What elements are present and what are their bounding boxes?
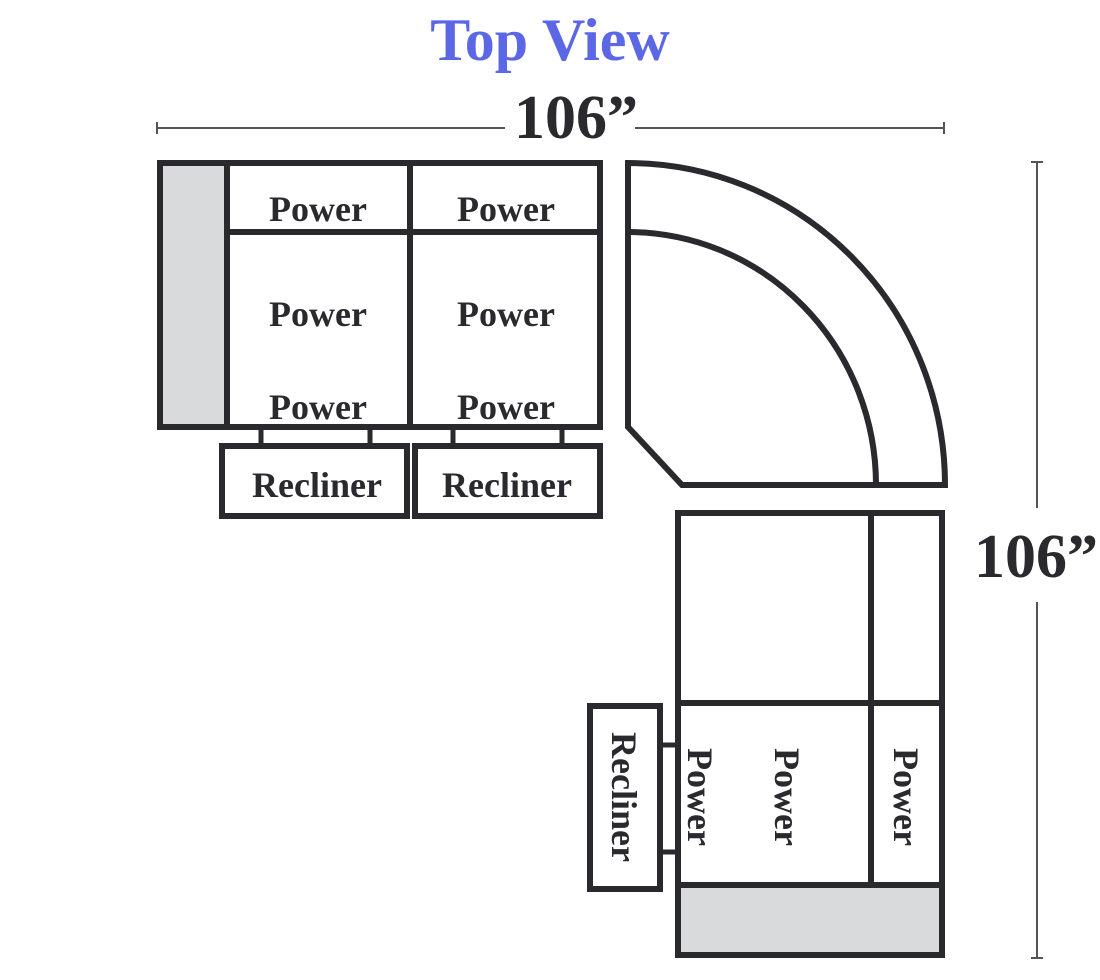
recliner-label: Recliner bbox=[252, 465, 382, 505]
seat-label: Power bbox=[457, 189, 555, 229]
left-recliner-1 bbox=[219, 443, 410, 519]
left-arm bbox=[157, 160, 230, 430]
left-section bbox=[157, 160, 603, 519]
corner-wedge bbox=[625, 159, 949, 488]
left-recliner-2 bbox=[412, 443, 603, 519]
seat-label: Power bbox=[457, 387, 555, 427]
width-label: 106” bbox=[514, 84, 638, 152]
seat-label: Power bbox=[680, 748, 720, 846]
recliner-label: Recliner bbox=[604, 732, 644, 862]
seat-label: Power bbox=[886, 748, 926, 846]
seat-label: Power bbox=[457, 294, 555, 334]
left-seat-2 bbox=[407, 160, 603, 430]
right-section bbox=[587, 510, 945, 958]
width-dimension bbox=[156, 122, 945, 134]
recliner-label: Recliner bbox=[442, 465, 572, 505]
seat-label: Power bbox=[767, 748, 807, 846]
seat-label: Power bbox=[269, 189, 367, 229]
left-section-labels: Power Power Power Power Power Power Recl… bbox=[252, 189, 572, 505]
depth-label: 106” bbox=[974, 523, 1098, 591]
right-recliner bbox=[587, 703, 663, 892]
seat-label: Power bbox=[269, 294, 367, 334]
right-section-labels: Recliner Power Power Power bbox=[604, 732, 926, 862]
depth-dimension bbox=[1031, 161, 1043, 959]
right-arm bbox=[675, 882, 945, 958]
seat-label: Power bbox=[269, 387, 367, 427]
page-title: Top View bbox=[430, 7, 670, 73]
